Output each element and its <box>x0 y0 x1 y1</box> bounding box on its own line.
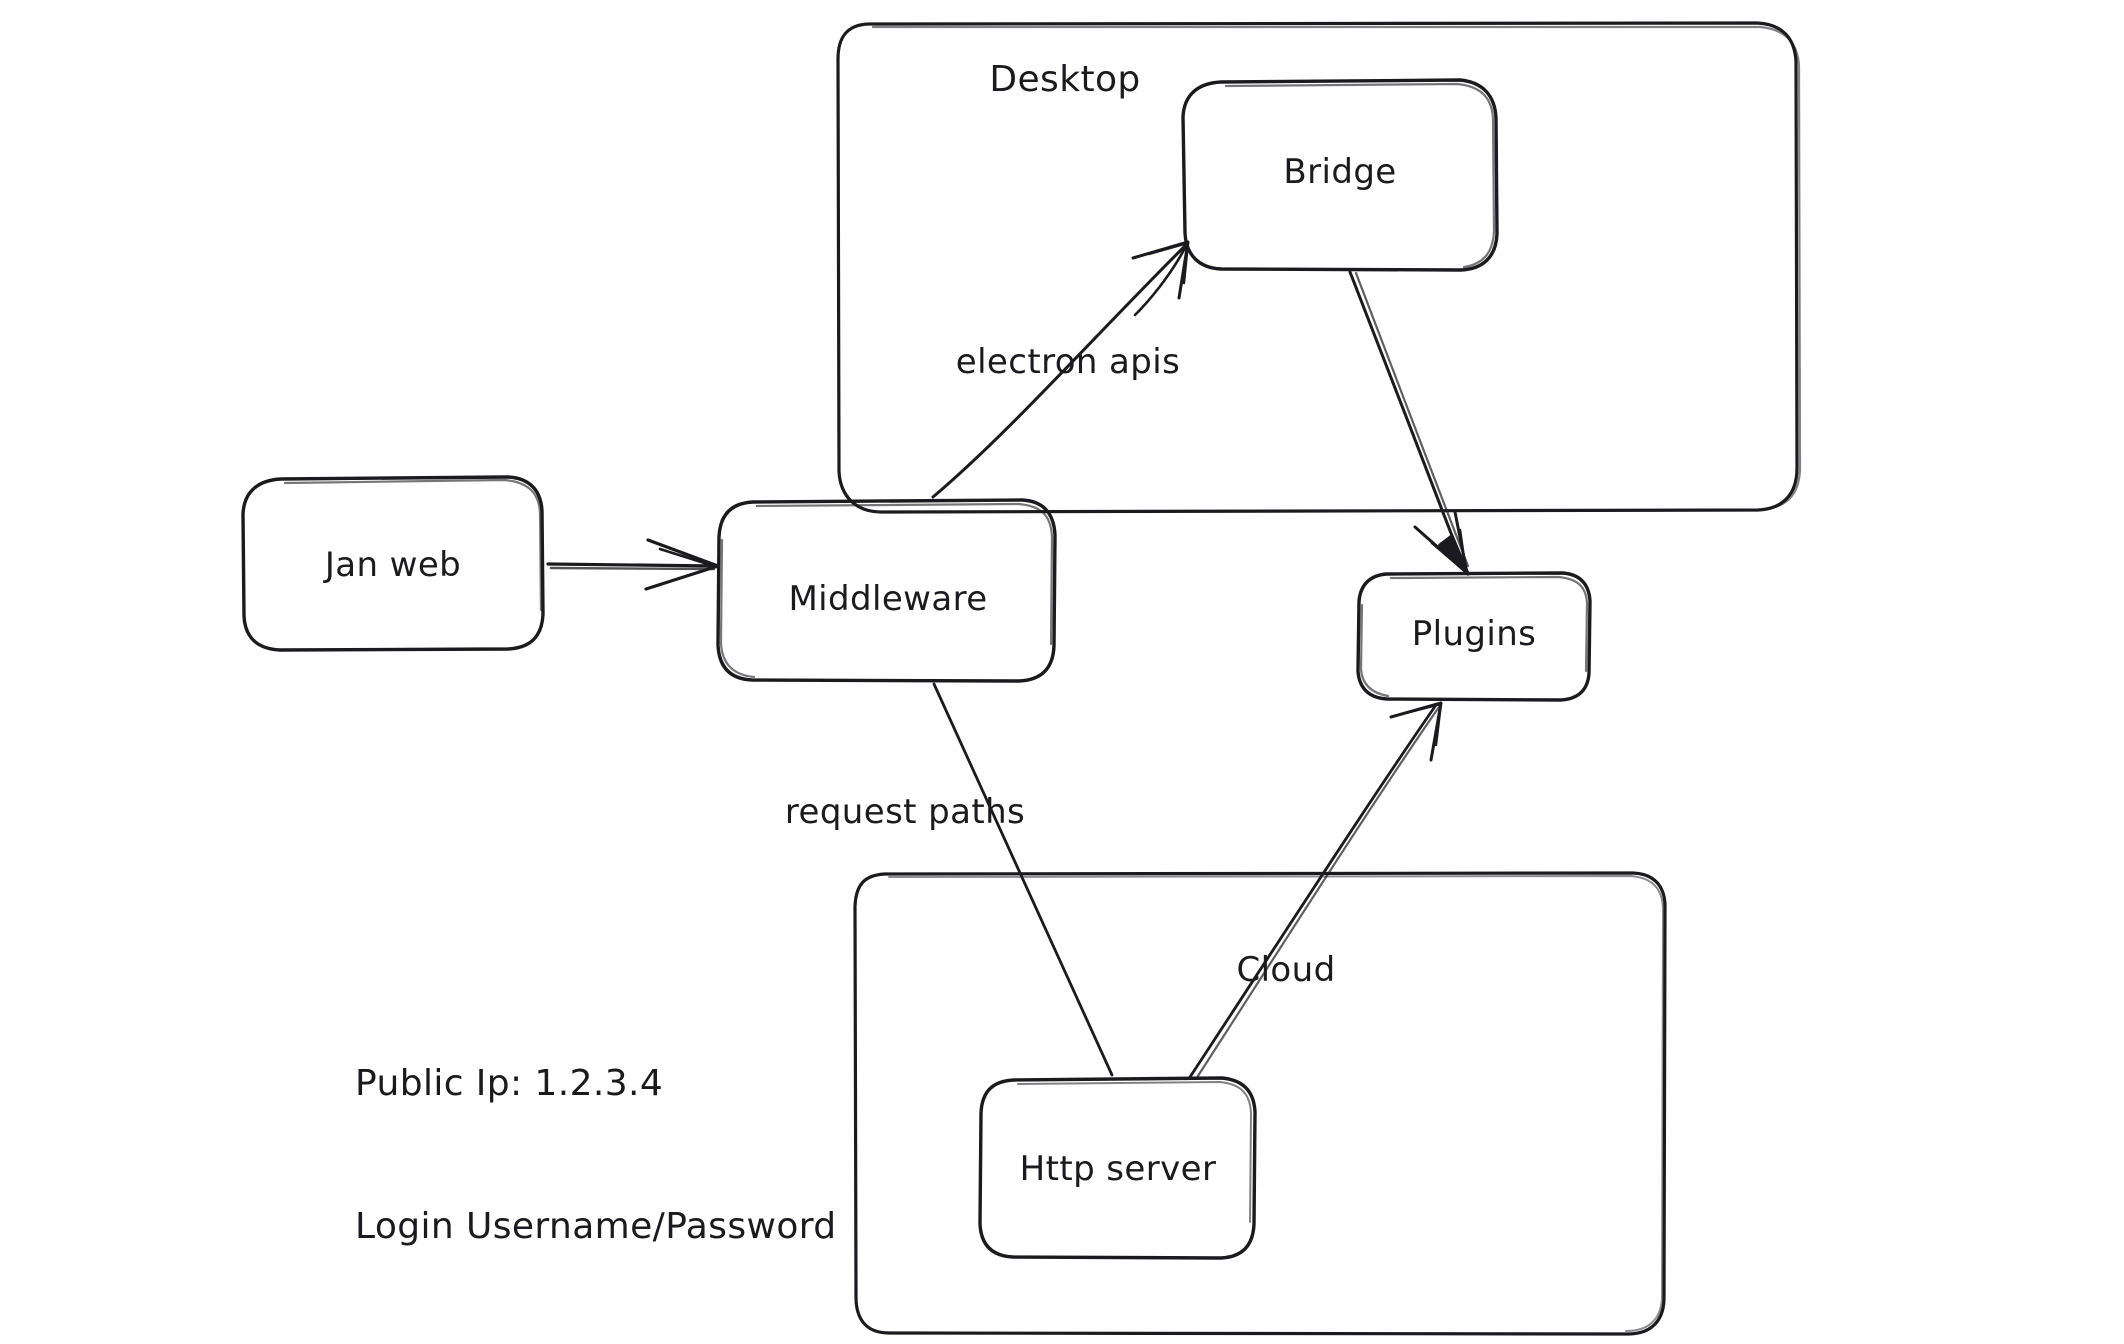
edge-bridge-to-plugins <box>1348 270 1470 576</box>
edge-http-to-middleware <box>932 682 1114 1077</box>
group-label-desktop: Desktop <box>989 58 1141 100</box>
node-plugins-shape[interactable] <box>1356 571 1592 702</box>
group-desktop <box>836 21 1802 514</box>
group-cloud <box>853 871 1667 1336</box>
edge-label-electron-apis: electron apis <box>955 342 1181 383</box>
edge-label-cloud: Cloud <box>1236 950 1336 991</box>
node-middleware-shape[interactable] <box>716 498 1057 683</box>
node-label-jan-web[interactable]: Jan web <box>324 545 462 586</box>
node-label-middleware[interactable]: Middleware <box>788 579 988 620</box>
edge-middleware-to-bridge <box>931 240 1190 499</box>
node-jan-web-shape[interactable] <box>241 475 545 652</box>
connection-note-public-ip: Public Ip: 1.2.3.4 <box>355 1063 664 1105</box>
node-bridge-shape[interactable] <box>1181 78 1499 272</box>
connection-note-login: Login Username/Password <box>355 1205 837 1247</box>
edge-label-request-paths: request paths <box>784 792 1026 833</box>
node-http-server-shape[interactable] <box>978 1076 1257 1260</box>
connection-note: Public Ip: 1.2.3.4 Login Username/Passwo… <box>355 965 837 1344</box>
node-label-http-server[interactable]: Http server <box>1019 1149 1217 1190</box>
node-label-plugins[interactable]: Plugins <box>1411 614 1537 655</box>
edge-jan-to-middleware <box>546 538 720 591</box>
node-label-bridge[interactable]: Bridge <box>1283 152 1397 193</box>
edge-http-to-plugins <box>1188 701 1443 1081</box>
